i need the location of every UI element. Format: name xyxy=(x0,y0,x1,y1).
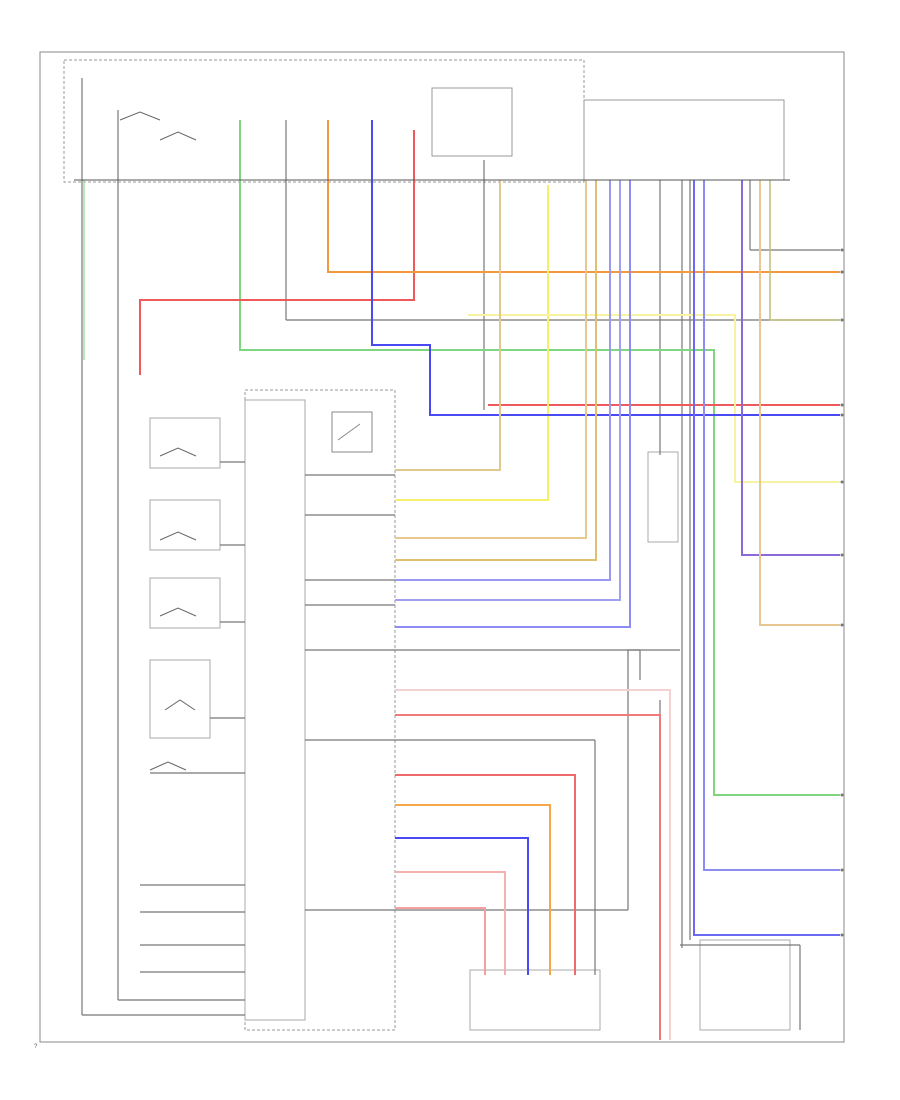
tan-wire-d xyxy=(395,180,501,471)
bottom-connector xyxy=(469,969,601,1031)
red-wire xyxy=(139,130,415,375)
tan-wire-c xyxy=(759,180,840,626)
relay-block-top xyxy=(431,87,513,157)
yellow-wire-right xyxy=(468,314,840,483)
light-blue-wire-d xyxy=(703,180,840,871)
connector-block-right-top xyxy=(583,99,785,181)
control-module xyxy=(244,389,396,1031)
pink-wire-b xyxy=(395,689,671,1040)
switch-passenger xyxy=(149,659,211,739)
red-wire-bottom2 xyxy=(395,907,486,975)
violet-wire xyxy=(741,180,840,556)
light-blue-wire-a xyxy=(395,180,621,601)
switch-door-left-rear xyxy=(149,577,221,629)
dark-green-wire xyxy=(769,180,840,321)
light-blue-wire-c xyxy=(395,180,611,581)
switch-symbols xyxy=(119,111,197,771)
grey-wiring xyxy=(81,78,840,1040)
diagram-frame xyxy=(39,51,845,1043)
red-wire-bottom3 xyxy=(395,774,576,975)
tan-wire xyxy=(395,180,587,539)
red-wire-bottom xyxy=(395,714,661,1040)
green-wire xyxy=(239,120,840,796)
module-symbol xyxy=(331,411,373,453)
right-terminals xyxy=(840,248,844,937)
control-module-inner xyxy=(244,399,306,1021)
light-blue-wire-e xyxy=(693,180,840,936)
module-symbol-line xyxy=(337,423,361,441)
figure-id: ? xyxy=(34,1044,38,1050)
tan-wire-b xyxy=(395,180,597,561)
yellow-wire xyxy=(395,185,549,501)
light-blue-wire-b xyxy=(395,180,631,628)
blue-wire xyxy=(371,120,840,416)
orange-wire-bottom xyxy=(395,804,551,975)
blue-wire-bottom xyxy=(395,837,529,975)
switch-door-left xyxy=(149,417,221,469)
pink-wire xyxy=(395,871,506,975)
switch-door-right-rear xyxy=(149,499,221,551)
orange-wire xyxy=(327,120,840,273)
sensor-block xyxy=(647,451,679,543)
colored-wiring xyxy=(83,120,840,1040)
fuse-box xyxy=(63,59,585,183)
bottom-right-block xyxy=(699,939,791,1031)
